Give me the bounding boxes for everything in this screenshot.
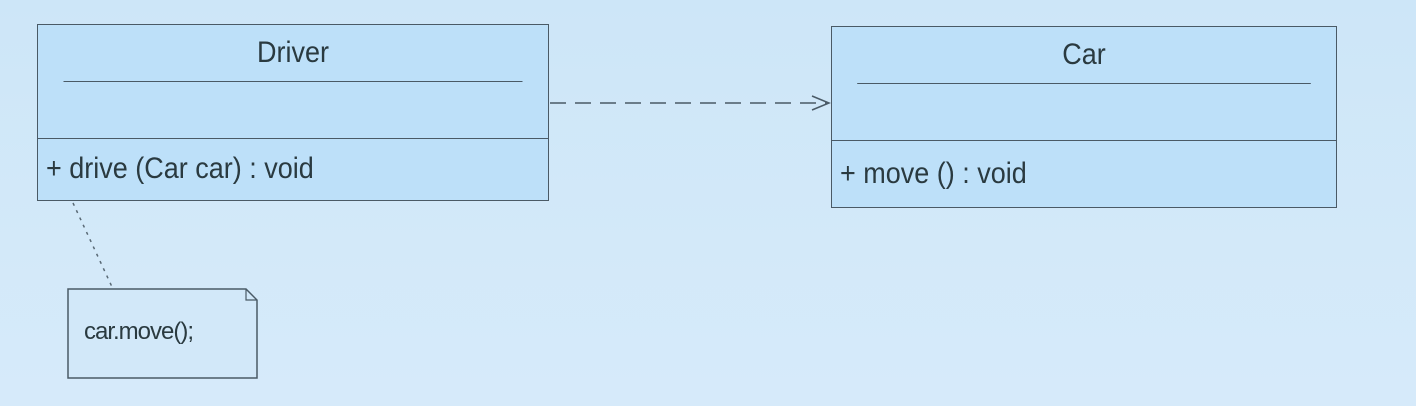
note-shape bbox=[67, 288, 258, 379]
class-driver-operation: + drive (Car car) : void bbox=[38, 139, 548, 199]
dependency-arrowhead bbox=[811, 95, 831, 111]
class-car-attributes bbox=[832, 84, 1336, 141]
class-car-operation: + move () : void bbox=[832, 141, 1336, 206]
class-car[interactable]: Car + move () : void bbox=[831, 26, 1337, 208]
class-driver-attributes bbox=[38, 82, 548, 139]
note-text: car.move(); bbox=[84, 318, 194, 345]
note-anchor-line bbox=[72, 202, 114, 290]
class-car-name: Car bbox=[857, 27, 1311, 84]
note-fold-icon bbox=[245, 289, 257, 301]
operation-text: + drive (Car car) : void bbox=[46, 152, 314, 185]
operation-text: + move () : void bbox=[840, 156, 1027, 190]
class-driver[interactable]: Driver + drive (Car car) : void bbox=[37, 24, 549, 201]
class-driver-name: Driver bbox=[63, 25, 523, 82]
